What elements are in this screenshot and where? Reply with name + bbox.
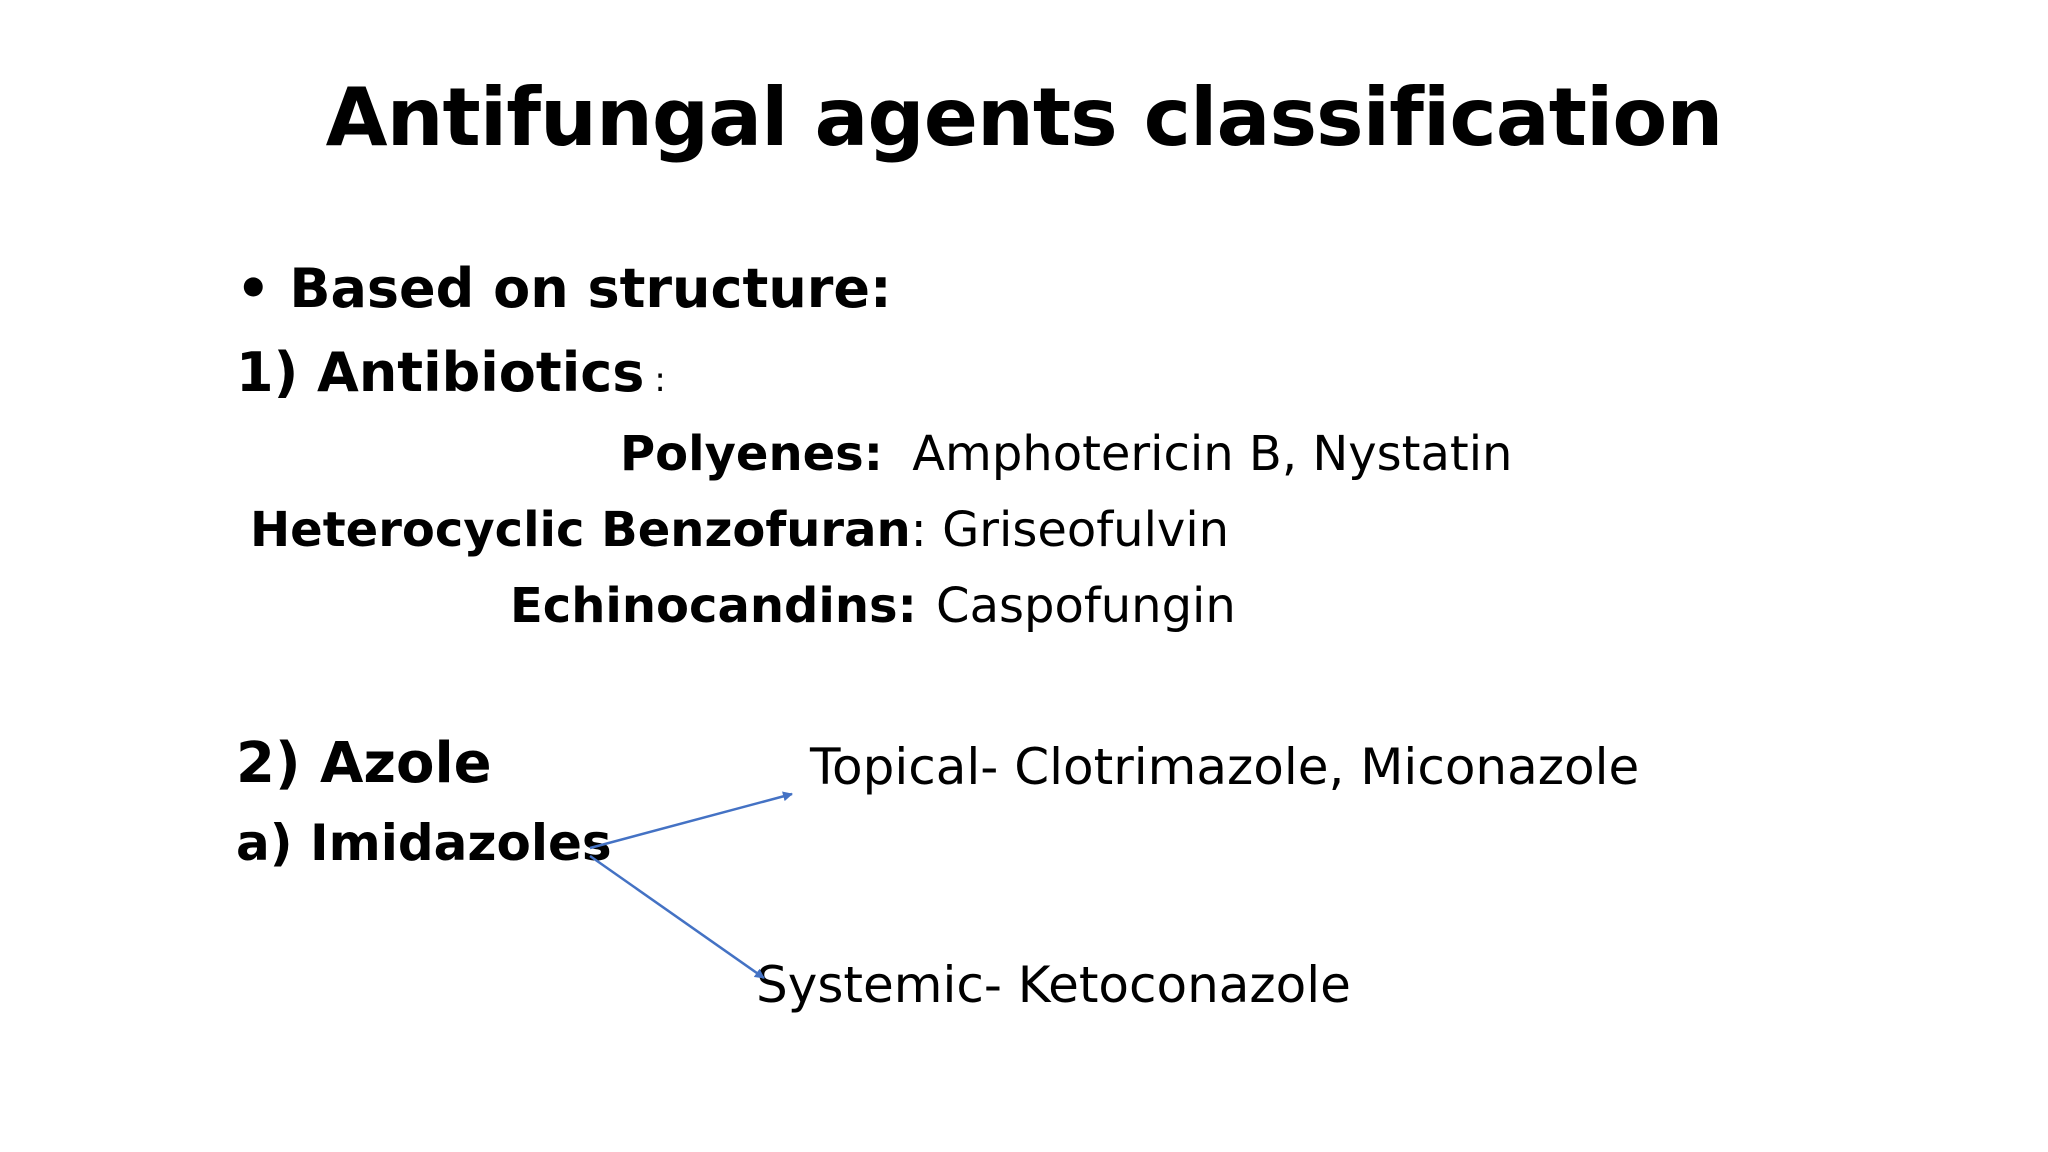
polyenes-label: Polyenes: bbox=[620, 426, 883, 482]
slide-title: Antifungal agents classification bbox=[325, 71, 1724, 164]
polyenes-value: Amphotericin B, Nystatin bbox=[912, 426, 1513, 482]
systemic-imidazoles-line: Systemic- Ketoconazole bbox=[756, 956, 1351, 1014]
azole-heading: 2) Azole bbox=[236, 731, 492, 796]
structure-bullet-heading: • Based on structure: bbox=[236, 257, 892, 320]
benzofuran-value: : Griseofulvin bbox=[910, 502, 1230, 558]
antibiotics-heading-text: 1) Antibiotics bbox=[236, 341, 645, 404]
echinocandins-value: Caspofungin bbox=[936, 578, 1236, 634]
antibiotics-heading: 1) Antibiotics: bbox=[236, 346, 666, 400]
echinocandins-line: Echinocandins: Caspofungin bbox=[510, 582, 1236, 630]
echinocandins-label: Echinocandins: bbox=[510, 578, 917, 634]
benzofuran-label: Heterocyclic Benzofuran bbox=[250, 502, 911, 558]
arrow-to-systemic bbox=[589, 854, 765, 980]
polyenes-line: Polyenes: Amphotericin B, Nystatin bbox=[620, 430, 1512, 478]
benzofuran-line: Heterocyclic Benzofuran: Griseofulvin bbox=[250, 506, 1229, 554]
arrow-to-topical bbox=[589, 791, 793, 850]
imidazoles-heading: a) Imidazoles bbox=[236, 814, 612, 872]
antibiotics-heading-colon: : bbox=[654, 360, 666, 400]
topical-imidazoles-line: Topical- Clotrimazole, Miconazole bbox=[810, 738, 1640, 796]
